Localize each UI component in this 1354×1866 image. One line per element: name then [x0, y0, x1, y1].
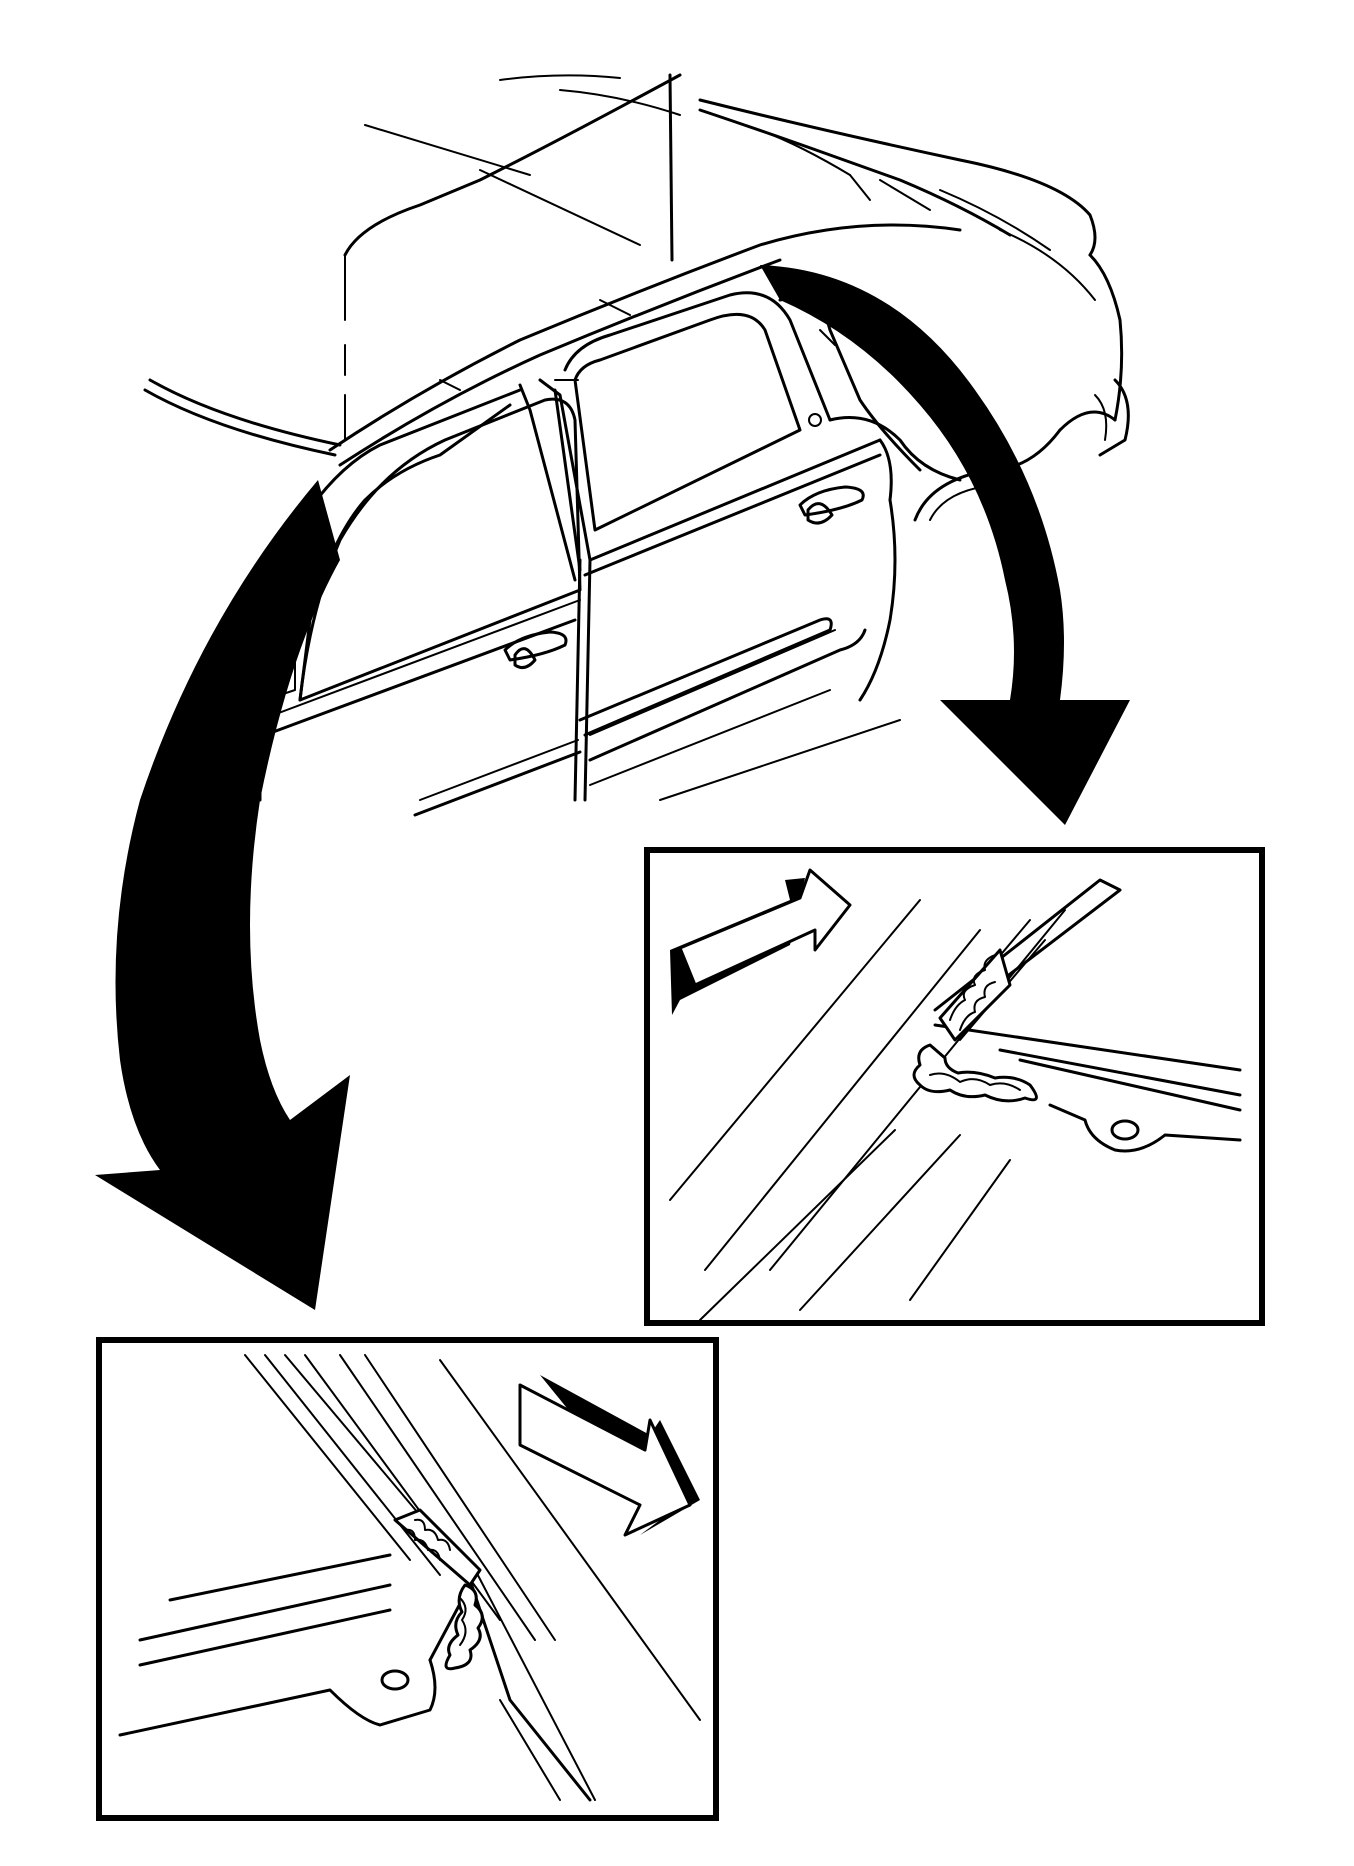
front-detail-panel [96, 1337, 719, 1821]
rear-hatch [698, 98, 1130, 457]
sealer-bead [912, 1043, 1038, 1103]
block-arrow-up-right-icon [670, 868, 852, 1015]
curved-callout-arrow-right [760, 265, 1130, 825]
b-pillar [518, 378, 592, 582]
vehicle-overview [143, 73, 1130, 817]
roof-edge-strip [393, 1508, 482, 1587]
roof-panel [143, 73, 682, 457]
curved-callout-arrow-left [95, 480, 350, 1310]
rear-detail-panel [644, 847, 1265, 1326]
block-arrow-down-right-icon [518, 1375, 700, 1537]
rear-door [563, 291, 901, 801]
roof-rail [328, 223, 962, 467]
front-detail-frame [96, 1337, 719, 1821]
